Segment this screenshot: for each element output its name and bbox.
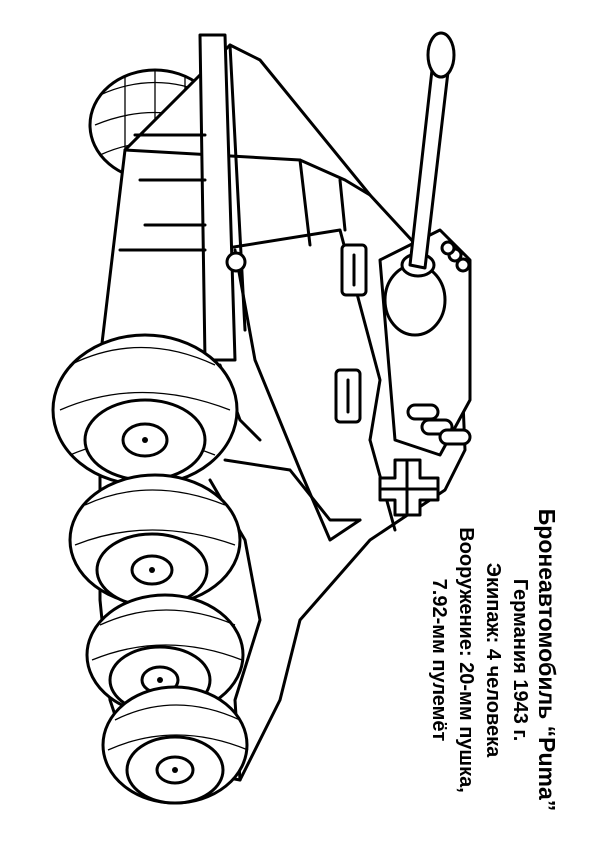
top-plate [120,35,235,360]
vehicle-armament: Вооружение: 20-мм пушка, [455,527,477,793]
wheel-icon [53,335,237,485]
turret [380,33,470,455]
wheel-icon [103,687,248,803]
smoke-dischargers [408,405,470,444]
wheel-icon [70,475,240,606]
vehicle-caption: Бронеавтомобиль “Puma” Германия 1943 г. … [410,490,560,830]
vehicle-title: Бронеавтомобиль “Puma” [534,508,560,812]
balkenkreuz-icon [380,460,438,515]
vehicle-crew: Экипаж: 4 человека [482,562,504,758]
vehicle-origin: Германия 1943 г. [509,578,531,742]
vehicle-armament-2: 7.92-мм пулемёт [428,578,450,742]
vision-ports [227,245,366,422]
